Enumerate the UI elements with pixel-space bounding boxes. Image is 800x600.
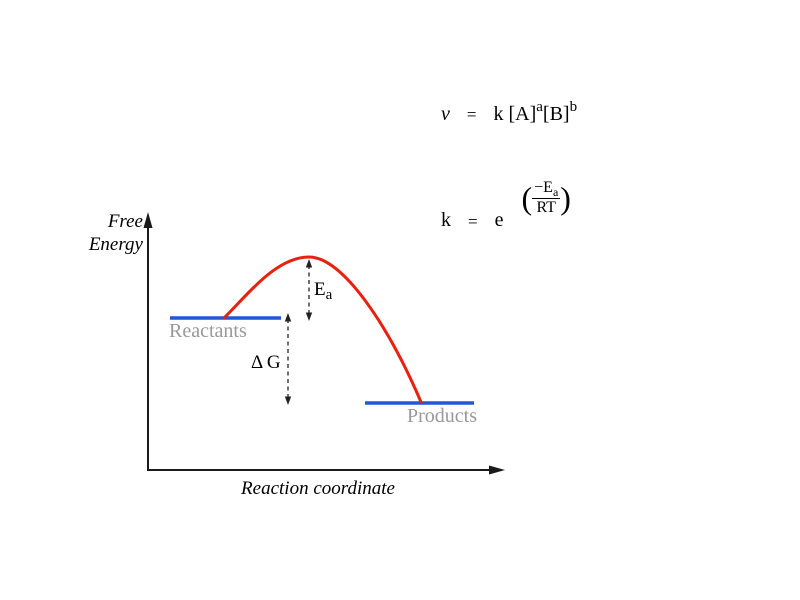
delta-g-up-arrowhead (284, 313, 292, 322)
activation-energy-arrow (305, 259, 313, 321)
rate-symbol: v (441, 103, 450, 125)
delta-g-arrow (284, 313, 292, 405)
concentration-B: [B] (542, 103, 570, 125)
equals-sign: = (468, 211, 478, 231)
x-axis-arrowhead (489, 465, 505, 475)
y-axis-label-line1: Free (107, 211, 143, 232)
reactants-label: Reactants (169, 320, 247, 342)
products-label: Products (407, 405, 477, 427)
order-b-superscript: b (569, 99, 578, 115)
arrhenius-equation: k = e ( −Ea RT ) (441, 179, 571, 231)
close-parenthesis: ) (560, 179, 571, 216)
open-parenthesis: ( (521, 179, 533, 216)
delta-g-down-arrowhead (284, 396, 292, 405)
ea-down-arrowhead (305, 312, 313, 321)
rate-constant-and-A: k [A] (493, 103, 537, 125)
ea-main: E (314, 279, 326, 300)
exponential-base: e (494, 208, 504, 231)
fraction-numerator: −Ea (532, 179, 561, 199)
rate-constant-symbol: k (441, 208, 451, 231)
arrhenius-exponent: ( −Ea RT ) (521, 179, 571, 217)
ea-up-arrowhead (305, 259, 313, 268)
y-axis-arrowhead (143, 212, 153, 228)
negative-activation-energy: −E (534, 179, 553, 196)
fraction-denominator: RT (536, 198, 556, 216)
x-axis-label: Reaction coordinate (241, 478, 395, 499)
rate-law-rhs: k [A]a[B]b (493, 99, 577, 126)
rate-law-equation: v = k [A]a[B]b (441, 99, 577, 126)
delta-g-label: Δ G (251, 352, 281, 373)
y-axis-label-line2: Energy (88, 234, 143, 256)
y-axis-label: Free Energy (59, 210, 143, 256)
ea-subscript: a (552, 185, 559, 199)
ea-sub: a (325, 287, 333, 303)
order-a-superscript: a (536, 99, 543, 115)
energy-barrier-curve (222, 255, 423, 404)
activation-energy-label: Ea (314, 279, 333, 303)
exponent-fraction: −Ea RT (532, 179, 561, 217)
equals-sign: = (466, 105, 477, 124)
